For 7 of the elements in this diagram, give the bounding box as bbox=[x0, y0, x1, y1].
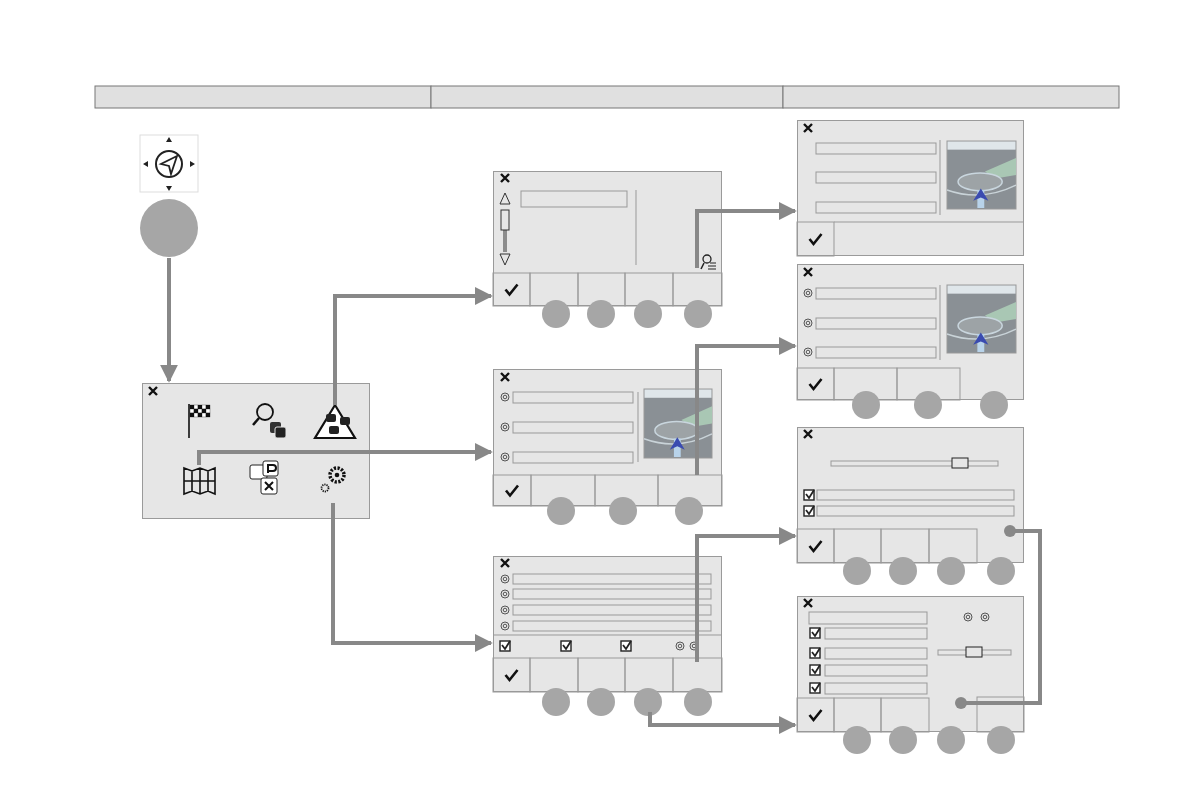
arrow bbox=[331, 503, 493, 652]
arrow bbox=[197, 443, 493, 465]
arrow bbox=[333, 287, 493, 405]
arrow bbox=[648, 712, 797, 734]
connector-line bbox=[955, 525, 1042, 709]
arrow bbox=[695, 202, 797, 268]
arrow bbox=[160, 258, 178, 383]
